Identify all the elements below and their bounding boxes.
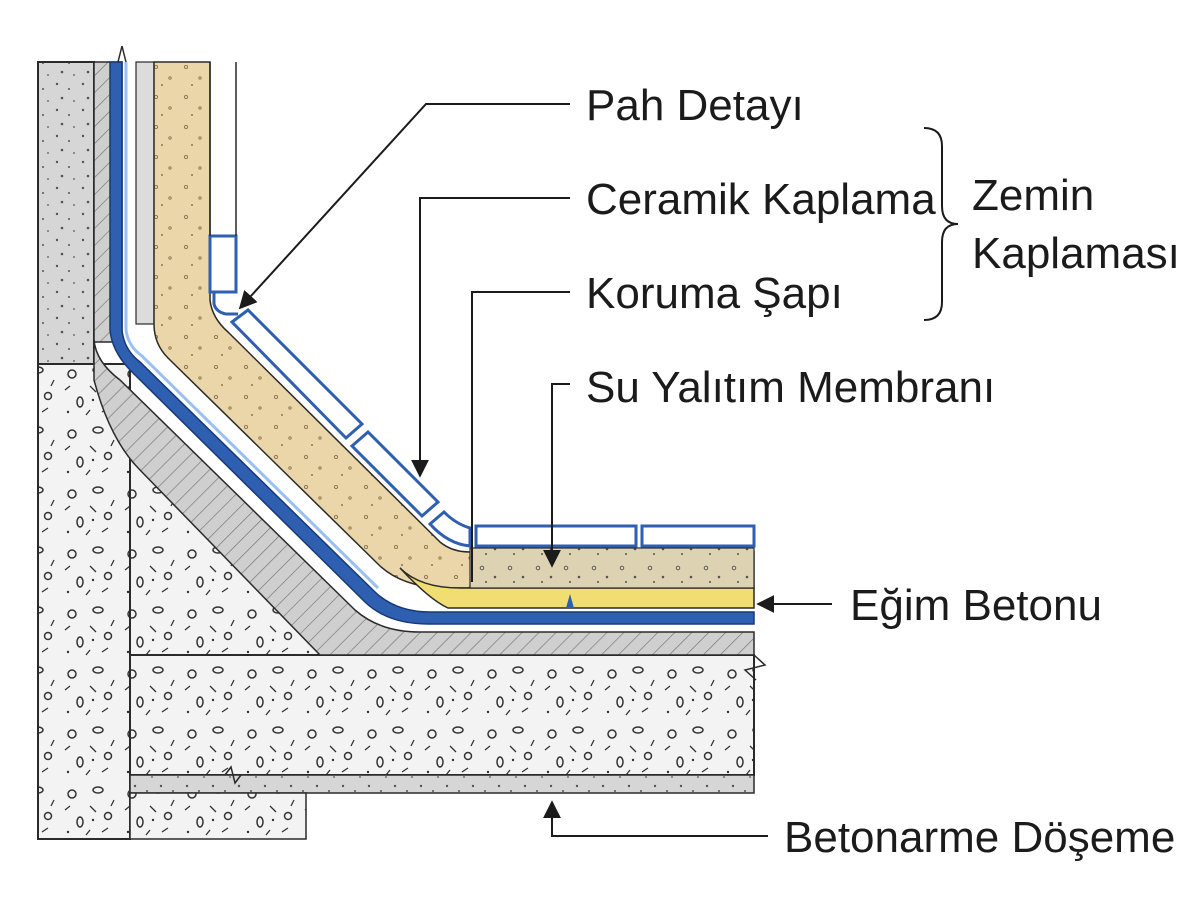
- waterproofing-membrane: [109, 61, 755, 625]
- floor-break-line: [743, 654, 767, 681]
- label-ceramik-kaplama: Ceramik Kaplama: [586, 175, 936, 224]
- plaster-layer: [93, 339, 755, 656]
- membrane-highlight: [124, 62, 380, 590]
- wall-render-layer: [37, 61, 123, 365]
- leader-ceramik-kaplama: [411, 197, 570, 478]
- floor-ceramic-tiles: [474, 524, 756, 548]
- slope-marker: [566, 594, 574, 608]
- wall-inner-strip: [135, 61, 155, 325]
- label-egim-betonu: Eğim Betonu: [850, 581, 1102, 630]
- leader-lines: [238, 103, 832, 837]
- label-zemin-line1: Zemin: [972, 171, 1094, 220]
- floor-protection-screed: [469, 547, 755, 589]
- zemin-kaplamasi-brace: [923, 127, 959, 321]
- label-koruma-sapi: Koruma Şapı: [586, 269, 843, 318]
- wall-top-break-line: [117, 45, 127, 63]
- chamfer-ceramic-tiles: [229, 308, 472, 548]
- label-zemin-line2: Kaplaması: [972, 229, 1180, 278]
- reinforced-concrete-slab: [129, 654, 755, 840]
- label-su-yalitim-membrani: Su Yalıtım Membranı: [586, 363, 995, 412]
- wall-ceramic-tiles: [208, 62, 238, 316]
- leader-koruma-sapi: [471, 291, 570, 582]
- label-betonarme-doseme: Betonarme Döşeme: [784, 813, 1175, 862]
- leader-pah-detayi: [238, 103, 570, 310]
- label-pah-detayi: Pah Detayı: [586, 81, 804, 130]
- concrete-wall-body: [37, 363, 131, 840]
- leader-su-yalitim: [543, 383, 570, 568]
- leader-betonarme-doseme: [543, 800, 768, 837]
